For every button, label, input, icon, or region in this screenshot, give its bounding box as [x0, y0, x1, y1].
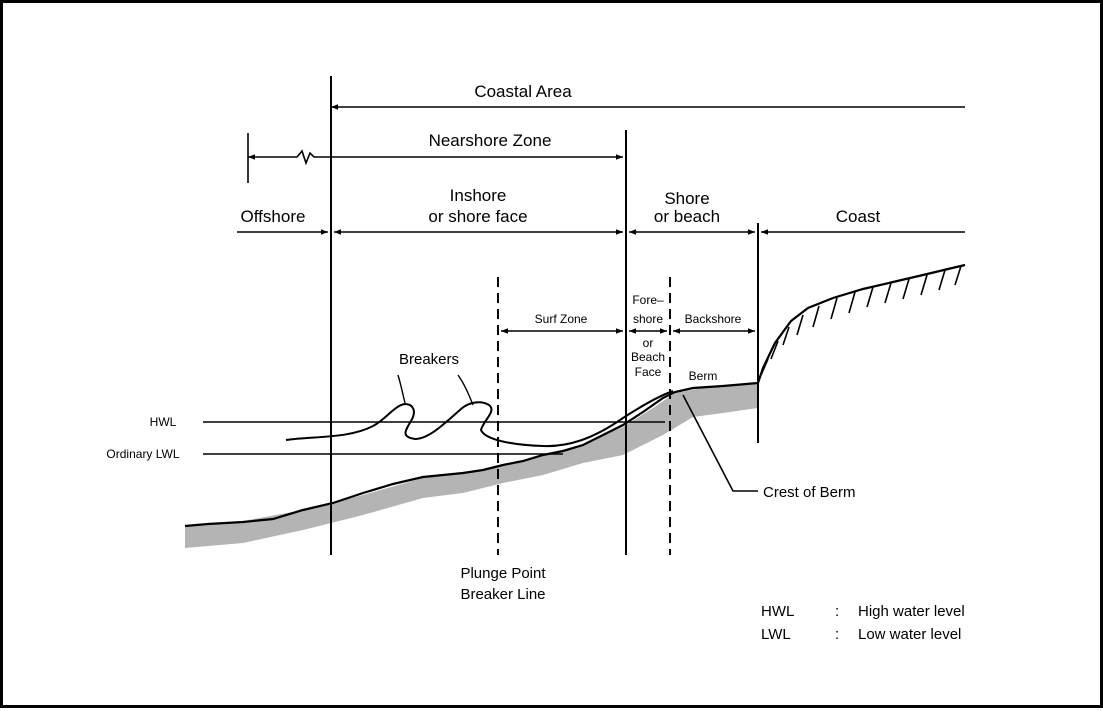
- coastal-zone-diagram: Coastal Area Nearshore Zone Offshore Ins…: [106, 76, 966, 643]
- legend-abbr-lwl: LWL: [761, 626, 791, 643]
- backshore-label: Backshore: [685, 312, 742, 326]
- legend-sep-lwl: :: [835, 626, 839, 643]
- coast-label: Coast: [836, 207, 881, 226]
- sediment-layer: [185, 383, 758, 548]
- legend-desc-lwl: Low water level: [858, 626, 961, 643]
- crest-of-berm-leader: [682, 394, 758, 492]
- legend-sep-hwl: :: [835, 603, 839, 620]
- breakers-leader: [397, 374, 406, 404]
- water-surface-breakers: [285, 390, 674, 448]
- ordinary-lwl-label: Ordinary LWL: [106, 447, 179, 461]
- legend-abbr-hwl: HWL: [761, 603, 794, 620]
- shore-label: Shore: [664, 189, 709, 208]
- crest-of-berm-label: Crest of Berm: [763, 484, 856, 501]
- foreshore-label-1: Fore–: [632, 293, 664, 307]
- foreshore-label-5: Face: [635, 365, 662, 379]
- offshore-label: Offshore: [241, 207, 306, 226]
- breaker-line-label: Breaker Line: [460, 586, 545, 603]
- breakers-leader-2: [457, 374, 474, 406]
- legend-desc-hwl: High water level: [858, 603, 965, 620]
- foreshore-label-3: or: [643, 336, 654, 350]
- breakers-label: Breakers: [399, 351, 459, 368]
- hwl-label: HWL: [150, 415, 177, 429]
- beach-label: or beach: [654, 207, 720, 226]
- berm-label: Berm: [689, 369, 718, 383]
- seabed-profile: [184, 381, 759, 528]
- cliff-hatching: [760, 265, 962, 376]
- foreshore-label-4: Beach: [631, 350, 665, 364]
- nearshore-zone-label: Nearshore Zone: [429, 131, 552, 150]
- inshore-label: Inshore: [450, 186, 507, 205]
- plunge-point-label: Plunge Point: [460, 565, 546, 582]
- coastal-area-label: Coastal Area: [474, 82, 572, 101]
- cliff-profile: [756, 263, 966, 384]
- legend: HWL : High water level LWL : Low water l…: [761, 603, 965, 643]
- shore-face-label: or shore face: [428, 207, 527, 226]
- surf-zone-label: Surf Zone: [535, 312, 588, 326]
- nearshore-zone-arrow: [248, 149, 623, 166]
- foreshore-label-2: shore: [633, 312, 663, 326]
